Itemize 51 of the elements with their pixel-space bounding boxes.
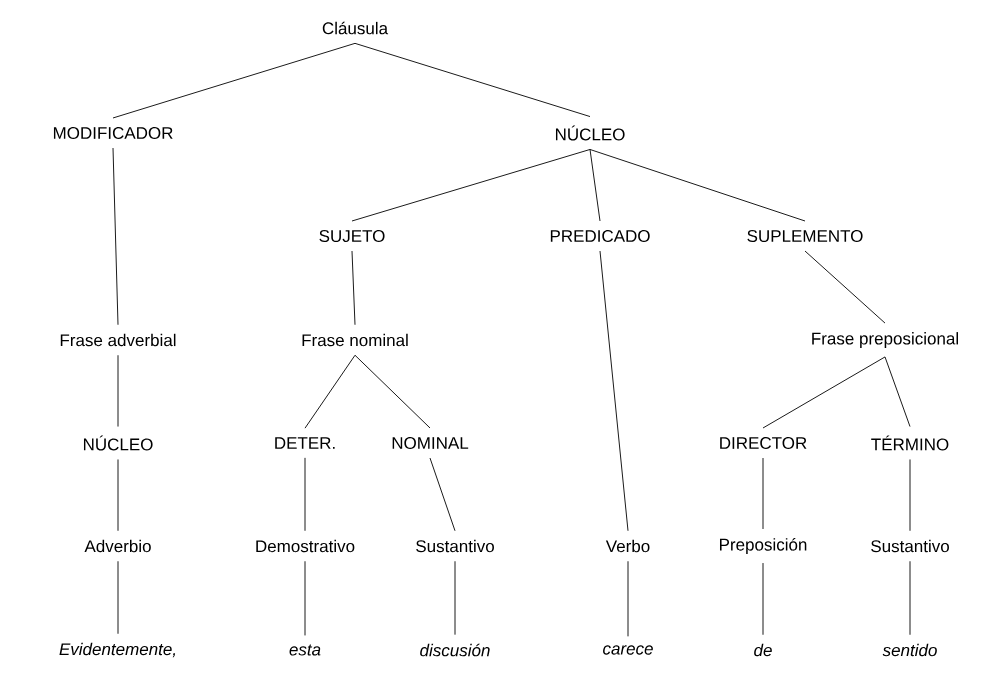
tree-line	[599, 250, 629, 532]
tree-line	[304, 560, 306, 636]
tree-line	[429, 457, 456, 532]
tree-label: Frase nominal	[302, 333, 408, 347]
tree-label: Demostrativo	[256, 539, 355, 553]
tree-line	[354, 42, 591, 117]
tree-line	[762, 457, 764, 530]
word: carece	[603, 645, 653, 655]
tree-label: SUJETO	[319, 230, 385, 243]
tree-line	[304, 457, 306, 532]
tree-label: Preposición	[720, 538, 807, 555]
tree-line	[454, 560, 456, 636]
tree-label: PREDICADO	[550, 230, 650, 243]
tree-label: Cláusula	[322, 21, 389, 35]
tree-label: TÉRMINO	[871, 435, 949, 451]
tree-line	[351, 149, 591, 222]
tree-line	[762, 356, 886, 429]
tree-line	[354, 354, 431, 429]
tree-line	[112, 42, 356, 119]
tree-label: Sustantivo	[871, 539, 949, 553]
tree-label: SUPLEMENTO	[747, 230, 863, 243]
word: de	[754, 643, 772, 657]
tree-label: NOMINAL	[392, 437, 469, 450]
word: Evidentemente,	[59, 642, 176, 658]
tree-line	[117, 354, 119, 427]
tree-label: Adverbio	[84, 539, 151, 553]
tree-label: MODIFICADOR	[53, 127, 173, 140]
tree-line	[304, 354, 356, 429]
tree-line	[589, 149, 601, 222]
tree-line	[351, 250, 356, 326]
tree-line	[909, 459, 911, 532]
tree-line	[112, 147, 119, 326]
tree-line	[589, 149, 806, 222]
word: sentido	[882, 643, 937, 657]
tree-line	[884, 356, 911, 427]
tree-line	[117, 459, 119, 532]
tree-line	[762, 562, 764, 636]
tree-label: Frase adverbial	[60, 333, 176, 347]
word: esta	[289, 644, 321, 656]
tree-line	[909, 560, 911, 636]
tree-line	[804, 250, 886, 324]
tree-label: NÚCLEO	[84, 435, 153, 451]
tree-line	[627, 560, 629, 637]
word: discusión	[420, 643, 490, 657]
tree-label: DIRECTOR	[720, 437, 807, 450]
tree-label: DETER.	[275, 437, 335, 449]
tree-label: NÚCLEO	[556, 125, 625, 141]
tree-line	[117, 560, 119, 635]
tree-label: Sustantivo	[416, 539, 494, 553]
tree-label: Verbo	[605, 539, 650, 553]
tree-label: Frase preposicional	[812, 332, 958, 348]
